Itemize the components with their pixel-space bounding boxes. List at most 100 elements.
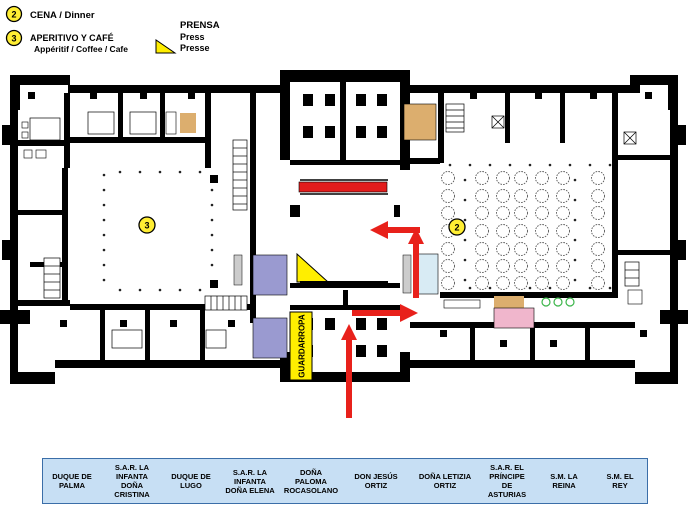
dinner-table — [514, 224, 528, 238]
dinner-table — [496, 242, 510, 256]
dinner-table — [556, 259, 570, 273]
dinner-table — [591, 206, 605, 220]
cloakroom-label: GUARDARROPA — [298, 314, 307, 378]
guest-paloma-rocasolano: DOÑA PALOMA ROCASOLANO — [283, 467, 339, 495]
guest-seating-strip: DUQUE DE PALMA S.A.R. LA INFANTA DOÑA CR… — [42, 458, 648, 504]
dinner-table — [475, 206, 489, 220]
arrow-up-right-icon — [408, 228, 424, 244]
arrow-up-entrance-icon — [341, 324, 357, 340]
dinner-zone-marker-number: 2 — [454, 223, 459, 233]
guest-principe-de-asturias: S.A.R. EL PRÍNCIPE DE ASTURIAS — [487, 463, 527, 499]
dinner-table — [514, 189, 528, 203]
structural-pillars — [28, 92, 652, 357]
head-table-bar — [298, 181, 388, 193]
dinner-table — [591, 242, 605, 256]
guest-infanta-cristina: S.A.R. LA INFANTA DOÑA CRISTINA — [114, 463, 150, 499]
press-legend-label-1: PRENSA — [180, 20, 220, 31]
dinner-marker-number: 2 — [11, 10, 16, 20]
legend: 2 CENA / Dinner 3 APERITIVO Y CAFÉ Appér… — [5, 5, 220, 54]
dinner-table — [535, 259, 549, 273]
dinner-table — [441, 242, 455, 256]
cloakroom-area — [289, 311, 313, 381]
dinner-table — [514, 171, 528, 185]
aperitif-zone-marker-number: 3 — [144, 221, 149, 231]
dinner-table — [556, 224, 570, 238]
dinner-table — [535, 206, 549, 220]
dinner-table — [514, 276, 528, 290]
dinner-tables — [441, 171, 605, 290]
dinner-table — [591, 276, 605, 290]
stair-landing-tan-left — [180, 113, 196, 133]
dinner-table — [535, 224, 549, 238]
dinner-table — [496, 224, 510, 238]
dinner-table — [556, 206, 570, 220]
dinner-table — [535, 276, 549, 290]
press-stand-bar — [233, 254, 243, 286]
zone-markers: 3 2 — [138, 216, 466, 236]
press-legend-label-3: Presse — [180, 43, 210, 53]
dinner-table — [441, 189, 455, 203]
dinner-table — [556, 276, 570, 290]
staircases — [29, 103, 640, 349]
dinner-table — [475, 276, 489, 290]
aperitif-zone-marker-icon — [138, 216, 156, 234]
dinner-table — [514, 206, 528, 220]
plants-icon — [541, 297, 575, 307]
dinner-table — [591, 224, 605, 238]
guest-jesus-ortiz: DON JESÚS ORTIZ — [354, 472, 398, 490]
arrow-right-icon — [400, 304, 418, 322]
dinner-table — [556, 242, 570, 256]
dinner-table — [496, 171, 510, 185]
colored-zones: GUARDARROPA — [180, 103, 535, 381]
dinner-table — [556, 171, 570, 185]
guest-duque-de-palma: DUQUE DE PALMA — [52, 472, 92, 490]
press-area-icon — [155, 39, 177, 54]
dinner-table — [475, 171, 489, 185]
dinner-table — [441, 171, 455, 185]
colonnade-dots — [102, 163, 612, 292]
arrow-left-icon — [370, 221, 388, 239]
stair-landing-tan-right — [494, 296, 524, 308]
dinner-table — [535, 189, 549, 203]
fixtures — [21, 111, 643, 309]
dinner-table — [535, 171, 549, 185]
room-purple-upper — [252, 254, 288, 296]
dinner-table — [591, 259, 605, 273]
dinner-table — [535, 242, 549, 256]
dinner-table — [496, 259, 510, 273]
dinner-table — [441, 206, 455, 220]
dinner-legend-label: CENA / Dinner — [30, 10, 95, 21]
dinner-table — [496, 189, 510, 203]
window-bar — [402, 254, 412, 294]
dinner-table — [496, 206, 510, 220]
dinner-table — [441, 259, 455, 273]
stair-landing-tan-top — [403, 103, 437, 141]
room-purple-lower — [252, 317, 288, 359]
dinner-table — [496, 276, 510, 290]
dinner-table — [514, 259, 528, 273]
guest-reina: S.M. LA REINA — [550, 472, 578, 490]
guest-duque-de-lugo: DUQUE DE LUGO — [171, 472, 211, 490]
dinner-table — [514, 242, 528, 256]
aperitif-marker-number: 3 — [11, 34, 16, 44]
dinner-table — [591, 171, 605, 185]
dinner-table — [475, 259, 489, 273]
pink-room — [493, 307, 535, 329]
dinner-table — [591, 189, 605, 203]
guest-letizia-ortiz: DOÑA LETIZIA ORTIZ — [418, 472, 472, 490]
aperitif-marker-icon — [5, 29, 23, 47]
aperitif-legend-label-2: Appéritif / Coffee / Cafe — [34, 44, 128, 54]
dinner-table — [475, 224, 489, 238]
dinner-marker-icon — [5, 5, 23, 23]
route-arrows — [341, 221, 424, 418]
guest-rey: S.M. EL REY — [606, 472, 634, 490]
dinner-table — [441, 276, 455, 290]
dinner-table — [475, 242, 489, 256]
dinner-zone-marker-icon — [448, 218, 466, 236]
aperitif-legend-label-1: APERITIVO Y CAFÉ — [30, 33, 114, 43]
press-area-plan-icon — [296, 252, 330, 283]
dinner-table — [475, 189, 489, 203]
dinner-table — [556, 189, 570, 203]
guest-infanta-elena: S.A.R. LA INFANTA DOÑA ELENA — [225, 467, 275, 495]
